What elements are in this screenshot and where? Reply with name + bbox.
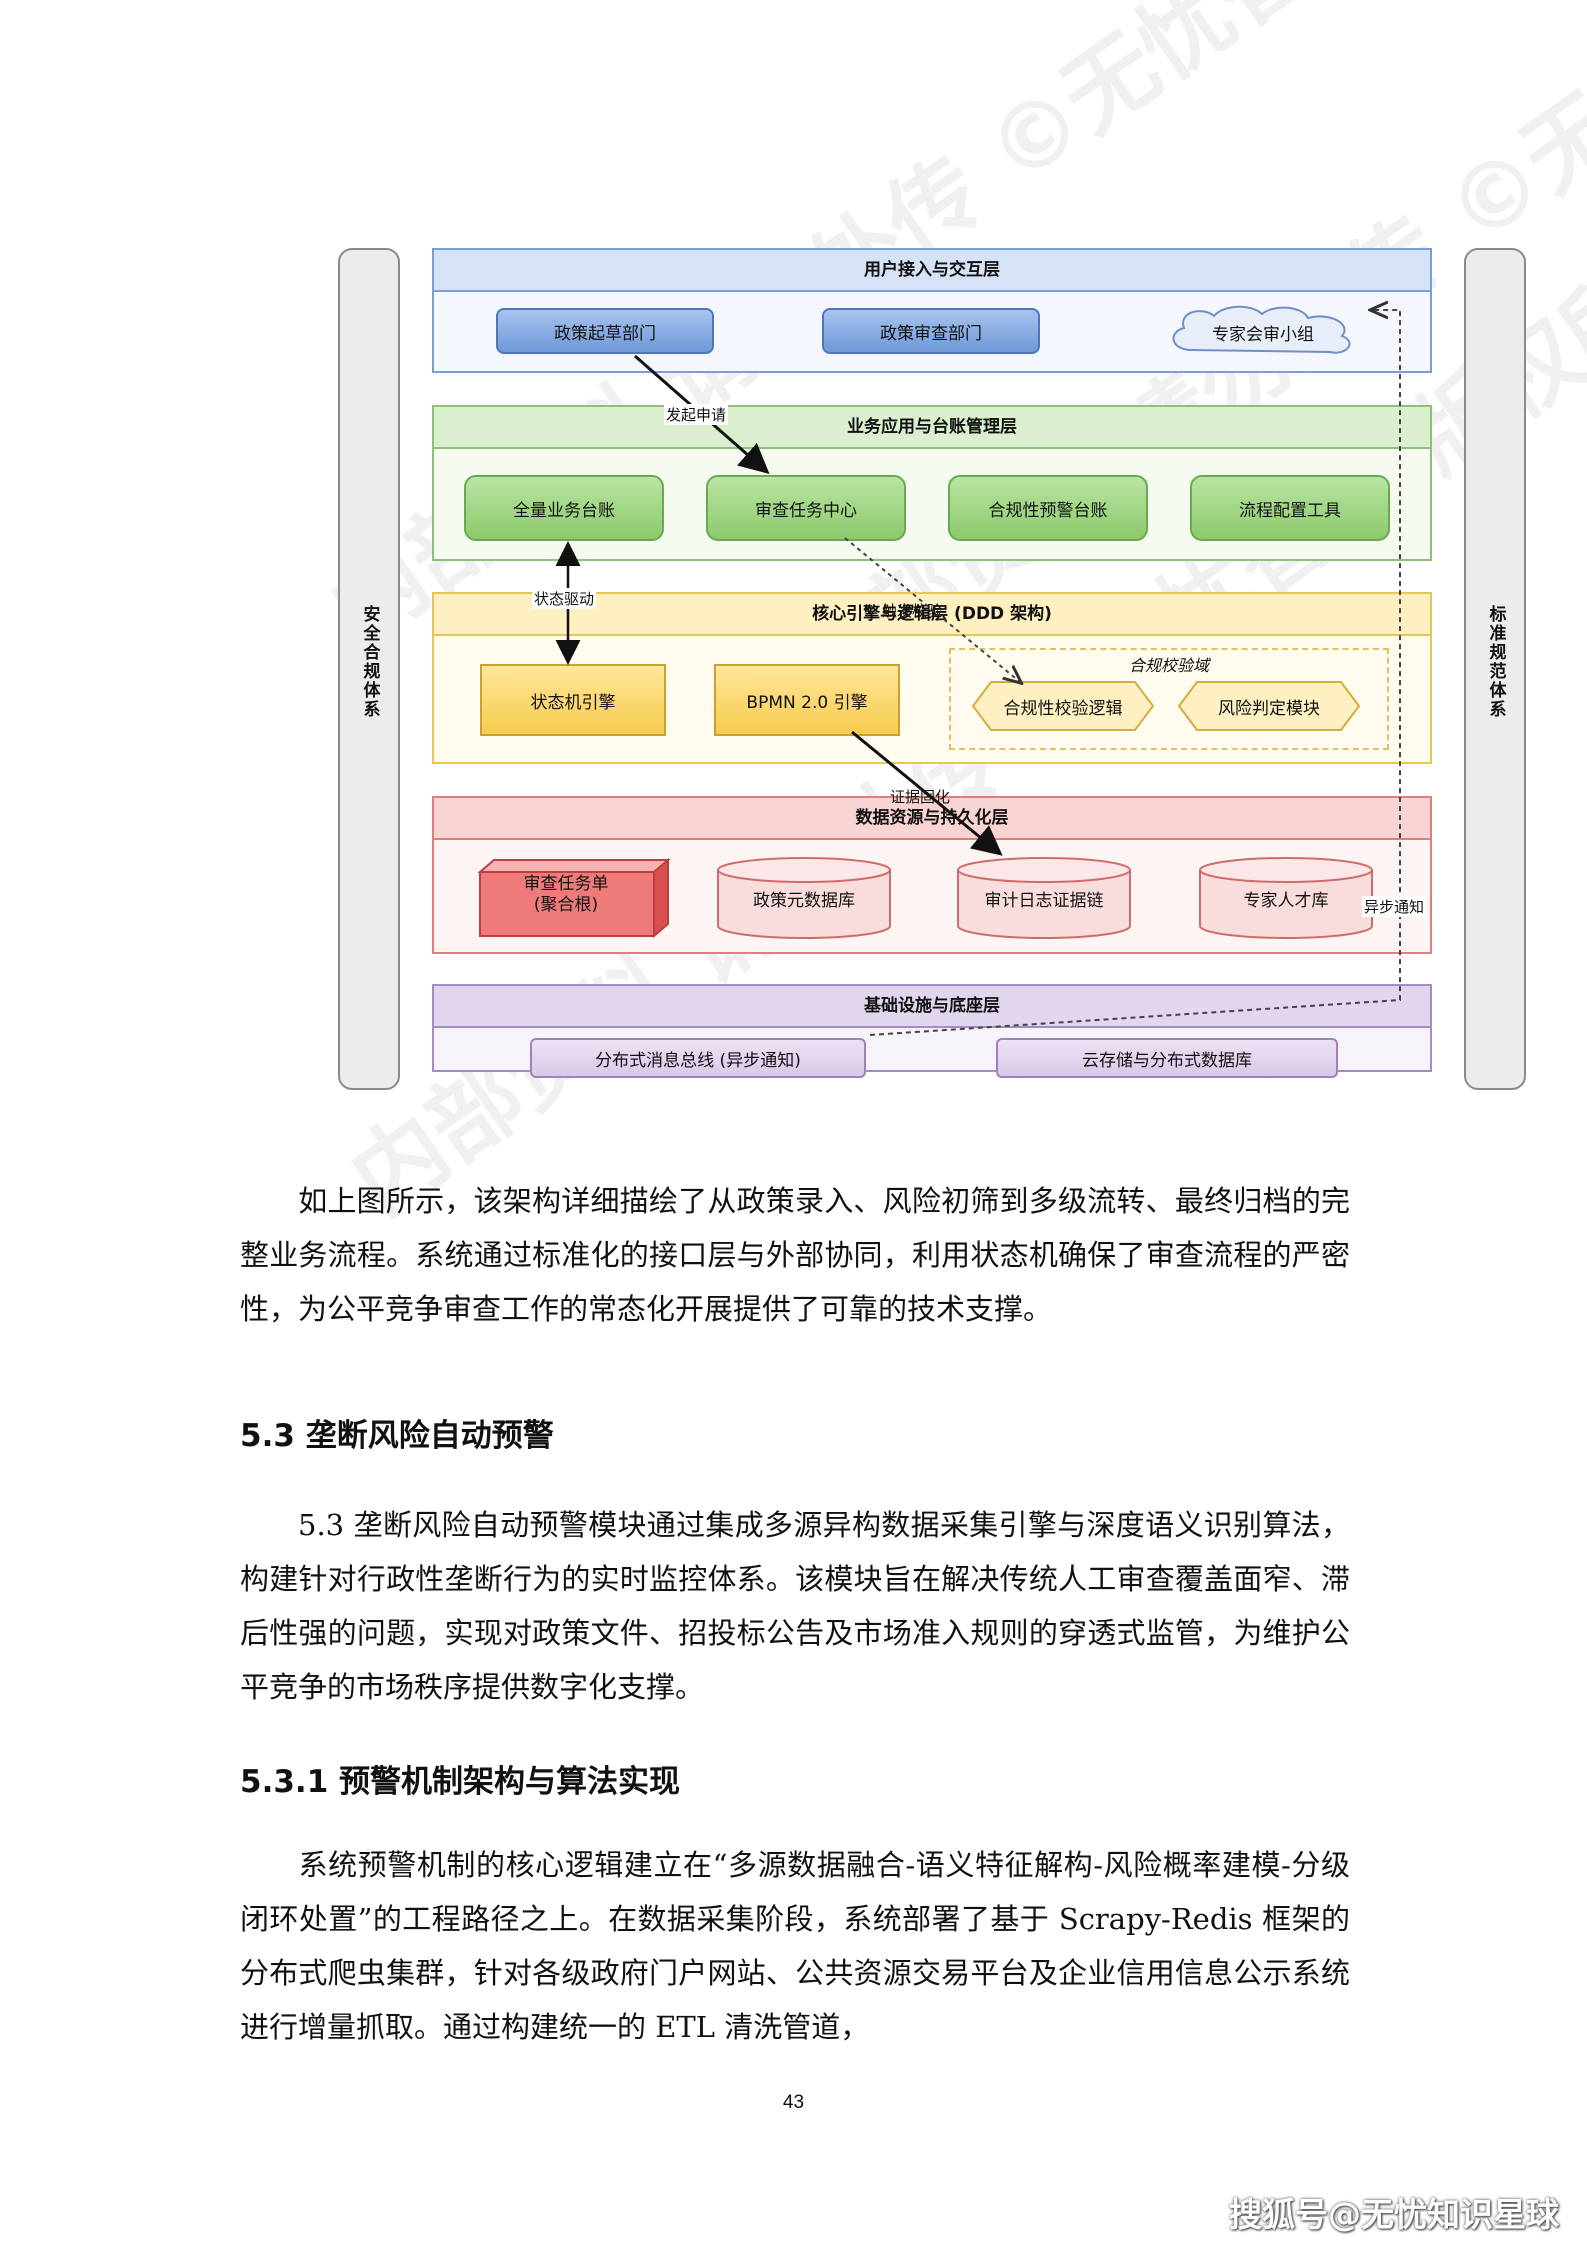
paragraph: 如上图所示，该架构详细描绘了从政策录入、风险初筛到多级流转、最终归档的完整业务流… [240, 1184, 1350, 1326]
paragraph: 5.3 垄断风险自动预警模块通过集成多源异构数据采集引擎与深度语义识别算法，构建… [240, 1508, 1350, 1704]
layer-title: 核心引擎与逻辑层 (DDD 架构) [434, 594, 1430, 636]
bpmn-engine: BPMN 2.0 引擎 [714, 664, 900, 736]
left-sidebar-label: 安全合规体系 [359, 605, 380, 719]
compliance-logic: 合规性校验逻辑 [1003, 699, 1123, 719]
label-async-notify: 异步通知 [1362, 896, 1427, 917]
arrow-async-notify [869, 310, 1401, 1036]
database-cylinder [717, 857, 891, 939]
policy-draft-dept: 政策起草部门 [496, 308, 714, 354]
diagram-arrows [555, 0, 1401, 1036]
cloud-storage: 云存储与分布式数据库 [996, 1038, 1338, 1078]
database-cylinder [1199, 857, 1373, 939]
compliance-domain-group: 合规校验域 合规性校验逻辑 风险判定模块 [949, 648, 1389, 750]
architecture-diagram: 内部资料 请勿外传 ©无忧智库 版权所有 内部资料 请勿外传 ©无忧智库 版权所… [312, 0, 1587, 1235]
expert-cloud-shape [1172, 305, 1351, 354]
state-machine-engine: 状态机引擎 [480, 664, 666, 736]
label-evidence: 证据固化 [890, 788, 951, 806]
expert-talent-db: 专家人才库 [1243, 891, 1329, 911]
layer-title: 业务应用与台账管理层 [434, 407, 1430, 449]
layer-infrastructure: 基础设施与底座层 分布式消息总线 (异步通知) 云存储与分布式数据库 [432, 984, 1432, 1078]
process-config-tool: 流程配置工具 [1190, 475, 1390, 541]
risk-judge-hex [1177, 681, 1361, 731]
compliance-logic-hex [971, 681, 1155, 731]
message-bus: 分布式消息总线 (异步通知) [530, 1038, 866, 1078]
task-cube [478, 858, 670, 938]
layer-title: 用户接入与交互层 [434, 250, 1430, 292]
label-trigger-check: 触发校验 [882, 602, 943, 620]
right-sidebar: 标准规范体系 [1464, 248, 1526, 1090]
layer-title: 数据资源与持久化层 [434, 798, 1430, 840]
right-sidebar-label: 标准规范体系 [1485, 605, 1506, 719]
label-state-driven: 状态驱动 [532, 588, 597, 609]
policy-review-dept: 政策审查部门 [822, 308, 1040, 354]
compliance-ledger: 合规性预警台账 [948, 475, 1148, 541]
label-submit: 发起申请 [664, 404, 729, 425]
group-title: 合规校验域 [1128, 656, 1209, 675]
business-ledger: 全量业务台账 [464, 475, 664, 541]
audit-log-chain: 审计日志证据链 [984, 891, 1104, 911]
layer-title: 基础设施与底座层 [434, 986, 1430, 1028]
risk-judge: 风险判定模块 [1218, 699, 1320, 719]
review-task-center: 审查任务中心 [706, 475, 906, 541]
layer-business: 业务应用与台账管理层 全量业务台账 审查任务中心 合规性预警台账 流程配置工具 [432, 405, 1432, 561]
layer-core-engine: 核心引擎与逻辑层 (DDD 架构) 状态机引擎 BPMN 2.0 引擎 合规校验… [432, 592, 1432, 764]
source-watermark: 搜狐号@无忧知识星球 [1229, 2195, 1559, 2234]
policy-metadata-db: 政策元数据库 [753, 891, 855, 911]
expert-panel: 专家会审小组 [1212, 325, 1314, 345]
review-task-aggregate: 审查任务单 (聚合根) [523, 874, 609, 915]
database-cylinder [957, 857, 1131, 939]
subsection-heading: 5.3.1 预警机制架构与算法实现 [240, 1764, 681, 1800]
page-number: 43 [782, 2092, 805, 2113]
section-heading: 5.3 垄断风险自动预警 [240, 1418, 554, 1454]
arrow-evidence [851, 730, 1003, 856]
layer-user-access: 用户接入与交互层 政策起草部门 政策审查部门 专家会审小组 [432, 248, 1432, 373]
paragraph: 系统预警机制的核心逻辑建立在“多源数据融合-语义特征解构-风险概率建模-分级闭环… [240, 1848, 1350, 2044]
left-sidebar: 安全合规体系 [338, 248, 400, 1090]
layer-data: 数据资源与持久化层 审查任务单 (聚合根) 政策元数据库 审计日志证据链 专家人… [432, 796, 1432, 954]
arrow-trigger-check [844, 537, 1020, 682]
